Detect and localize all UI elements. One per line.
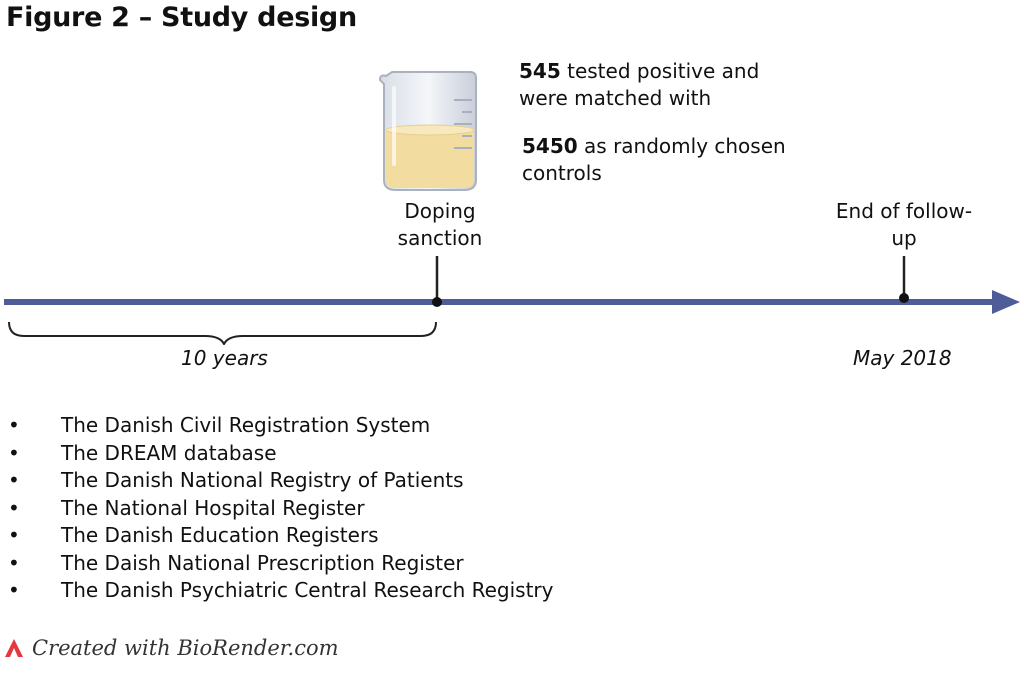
figure-title: Figure 2 – Study design bbox=[6, 2, 357, 33]
timeline-arrowhead bbox=[992, 290, 1020, 314]
doping-sanction-line2: sanction bbox=[397, 226, 483, 250]
footer-credit: Created with BioRender.com bbox=[32, 636, 339, 660]
source-label: The National Hospital Register bbox=[61, 495, 365, 520]
end-of-follow-up-label: End of follow- up bbox=[814, 198, 994, 252]
beaker-icon bbox=[378, 71, 477, 191]
bullet: • bbox=[8, 495, 20, 520]
controls-count: 5450 bbox=[522, 134, 578, 158]
ten-year-brace bbox=[8, 321, 437, 345]
source-label: The Danish National Registry of Patients bbox=[61, 468, 464, 492]
cases-count: 545 bbox=[519, 59, 561, 83]
controls-label-line2: controls bbox=[522, 161, 602, 185]
end-date-label: May 2018 bbox=[853, 346, 952, 370]
cases-text: 545 tested positive and were matched wit… bbox=[519, 58, 759, 112]
source-label: The Danish Civil Registration System bbox=[61, 413, 431, 437]
list-item: • The Daish National Prescription Registe… bbox=[8, 550, 553, 578]
end-of-follow-up-line2: up bbox=[891, 226, 917, 250]
source-label: The Danish Psychiatric Central Research … bbox=[61, 578, 554, 602]
biorender-logo-icon bbox=[5, 639, 23, 657]
cases-label: tested positive and bbox=[560, 59, 760, 83]
footer: Created with BioRender.com bbox=[4, 636, 339, 660]
cases-label-line2: were matched with bbox=[519, 86, 712, 110]
timeline bbox=[4, 256, 1020, 345]
doping-sanction-label: Doping sanction bbox=[370, 198, 510, 252]
bullet: • bbox=[8, 468, 20, 492]
list-item: • The Danish Psychiatric Central Research… bbox=[8, 577, 553, 605]
end-of-follow-up-dot bbox=[899, 293, 909, 303]
data-sources-list: • The Danish Civil Registration System • T… bbox=[8, 412, 553, 605]
source-label: The DREAM database bbox=[61, 440, 277, 465]
list-item: • The Danish National Registry of Patient… bbox=[8, 467, 553, 495]
list-item: • The National Hospital Register bbox=[8, 495, 553, 523]
bullet: • bbox=[8, 523, 20, 547]
bullet: • bbox=[8, 578, 20, 602]
doping-sanction-dot bbox=[432, 297, 442, 307]
list-item: • The Danish Civil Registration System bbox=[8, 412, 553, 440]
doping-sanction-line1: Doping bbox=[404, 199, 476, 223]
list-item: • The DREAM database bbox=[8, 440, 553, 468]
source-label: The Daish National Prescription Register bbox=[61, 550, 464, 575]
bullet: • bbox=[8, 550, 20, 575]
bullet: • bbox=[8, 440, 20, 465]
bullet: • bbox=[8, 413, 20, 437]
period-label: 10 years bbox=[181, 346, 268, 370]
controls-text: 5450 as randomly chosen controls bbox=[522, 133, 786, 187]
controls-label: as randomly chosen bbox=[577, 134, 786, 158]
end-of-follow-up-line1: End of follow- bbox=[835, 199, 973, 223]
list-item: • The Danish Education Registers bbox=[8, 522, 553, 550]
source-label: The Danish Education Registers bbox=[61, 523, 379, 547]
